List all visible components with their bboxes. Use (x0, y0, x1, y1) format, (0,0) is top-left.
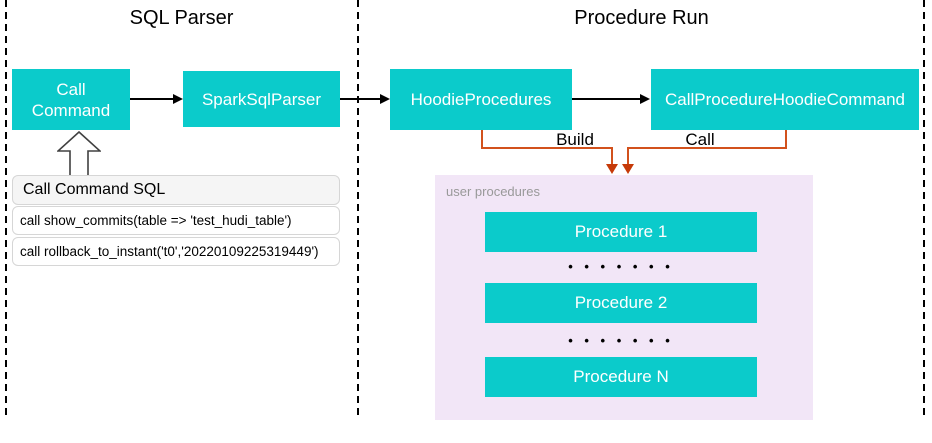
edge-parser-to-hoodieprocedures (340, 98, 381, 100)
call-connector-segment (785, 130, 787, 149)
arrowhead-right-icon (640, 94, 650, 104)
call-connector-segment (627, 147, 787, 149)
section-divider (357, 0, 359, 415)
build-connector-segment (481, 147, 613, 149)
build-connector-segment (481, 130, 483, 149)
up-arrow-icon (57, 131, 101, 178)
node-spark-sql-parser: SparkSqlParser (183, 71, 340, 127)
node-procedure-n: Procedure N (485, 357, 757, 397)
ellipsis-dots: • • • • • • • (568, 333, 674, 348)
arrowhead-down-icon (622, 164, 634, 174)
arrowhead-right-icon (173, 94, 183, 104)
build-connector-segment (611, 147, 613, 165)
node-call-command: Call Command (12, 69, 130, 130)
call-connector-segment (627, 147, 629, 165)
node-procedure-2: Procedure 2 (485, 283, 757, 323)
edge-hoodieprocedures-to-command (572, 98, 641, 100)
left-section-border (5, 0, 7, 415)
build-edge-label: Build (556, 130, 594, 149)
sql-panel-header: Call Command SQL (12, 175, 340, 205)
sql-parser-section-title: SQL Parser (129, 7, 234, 29)
arrowhead-down-icon (606, 164, 618, 174)
sql-row: call show_commits(table => 'test_hudi_ta… (12, 206, 340, 235)
edge-callcommand-to-parser (130, 98, 174, 100)
procedure-run-section-title: Procedure Run (574, 7, 709, 29)
node-procedure-1: Procedure 1 (485, 212, 757, 252)
ellipsis-dots: • • • • • • • (568, 259, 674, 274)
node-call-procedure-hoodie-command: CallProcedureHoodieCommand (651, 69, 919, 130)
node-hoodie-procedures: HoodieProcedures (390, 69, 572, 130)
arrowhead-right-icon (380, 94, 390, 104)
sql-row: call rollback_to_instant('t0','202201092… (12, 237, 340, 266)
user-procedures-label: user procedures (446, 184, 540, 199)
call-edge-label: Call (685, 130, 715, 149)
right-section-border (923, 0, 925, 415)
user-procedures-panel: user procedures Procedure 1 • • • • • • … (435, 175, 813, 420)
